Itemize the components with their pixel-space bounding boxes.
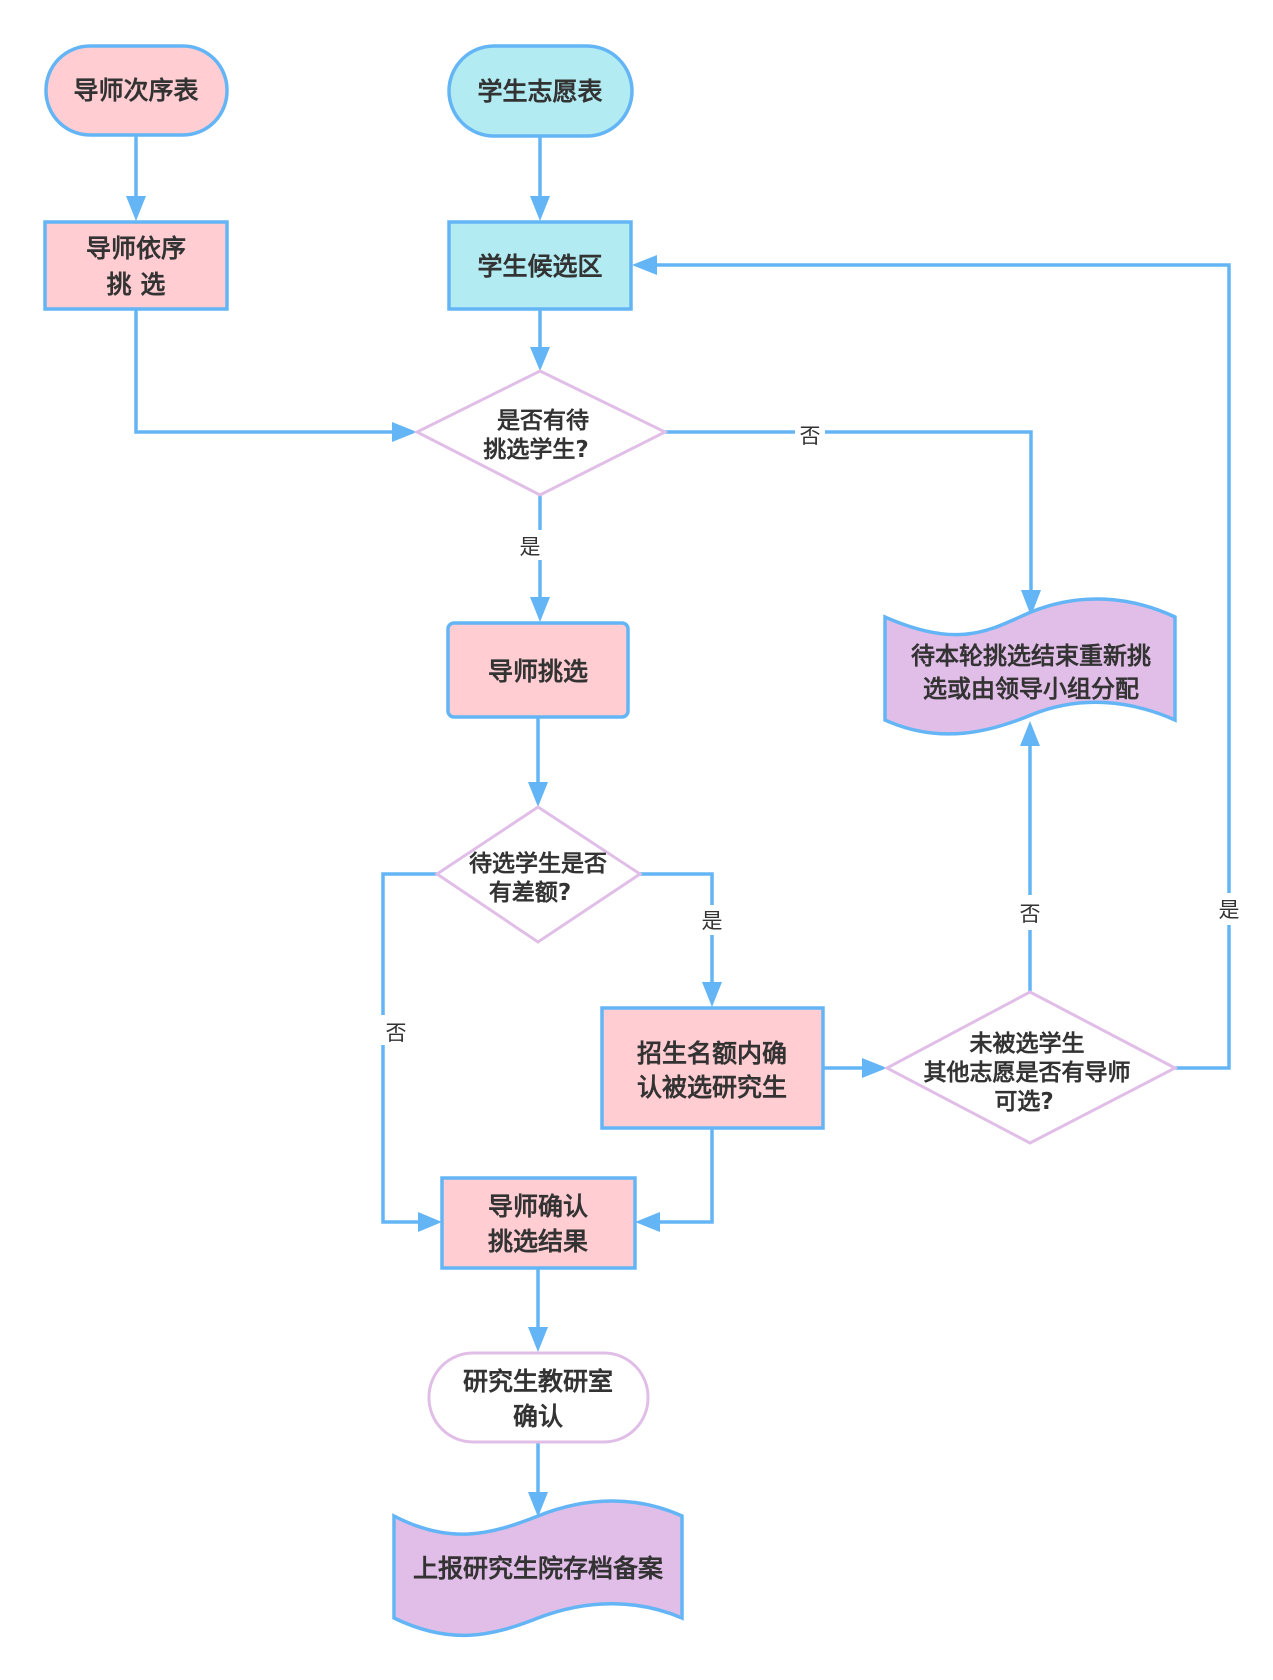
node-label: 认被选研究生: [637, 1073, 787, 1102]
arrowhead-icon: [528, 1327, 548, 1352]
edge-label-decision2-no: 否: [386, 1021, 407, 1045]
node-office-confirm[interactable]: 研究生教研室 确认: [427, 1351, 650, 1444]
edges: [126, 136, 1231, 1517]
node-mentor-pick[interactable]: 导师挑选: [446, 621, 630, 719]
edge-decision2-no: [381, 872, 437, 1224]
node-label: 未被选学生: [970, 1030, 1085, 1057]
node-mentor-order-table[interactable]: 导师次序表: [44, 44, 229, 137]
node-label: 待选学生是否: [469, 850, 607, 877]
node-student-candidate-pool[interactable]: 学生候选区: [447, 220, 633, 311]
arrowhead-icon: [530, 347, 550, 371]
arrowhead-icon: [632, 255, 657, 275]
arrowhead-icon: [530, 196, 550, 221]
node-label: 导师确认: [488, 1192, 588, 1221]
arrowhead-icon: [862, 1058, 887, 1078]
decision-other-preferences[interactable]: 未被选学生 其他志愿是否有导师 可选?: [883, 990, 1179, 1145]
node-label: 确认: [513, 1402, 563, 1431]
node-mentor-sequential-pick[interactable]: 导师依序 挑 选: [43, 220, 229, 311]
node-label: 是否有待: [497, 407, 589, 434]
edge-label-decision3-no: 否: [1020, 902, 1041, 926]
arrowhead-icon: [392, 422, 417, 442]
arrowhead-icon: [418, 1212, 442, 1232]
edge-decision2-yes: [640, 872, 714, 985]
arrowhead-icon: [530, 597, 550, 622]
node-label: 挑 选: [107, 270, 166, 299]
node-label: 挑选结果: [488, 1227, 588, 1256]
node-label: 可选?: [994, 1089, 1053, 1115]
arrowhead-icon: [528, 782, 548, 807]
edge-labels: 是 否 是 否 否 是: [386, 424, 1240, 1045]
node-label: 研究生教研室: [463, 1367, 613, 1396]
arrowhead-icon: [1020, 721, 1040, 746]
edge-label-decision3-yes: 是: [1219, 898, 1240, 922]
decision-quota-available[interactable]: 待选学生是否 有差额?: [434, 805, 643, 944]
node-label: 上报研究生院存档备案: [413, 1554, 664, 1583]
node-label: 导师挑选: [488, 657, 588, 686]
node-label: 有差额?: [489, 879, 571, 906]
edge-decision3-yes: [655, 263, 1231, 1070]
arrowhead-icon: [702, 982, 722, 1007]
node-wait-reassign[interactable]: 待本轮挑选结束重新挑 选或由领导小组分配: [883, 597, 1177, 736]
node-report-archive[interactable]: 上报研究生院存档备案: [392, 1499, 684, 1638]
edge-label-decision1-yes: 是: [520, 535, 541, 559]
node-label: 招生名额内确: [637, 1039, 787, 1068]
node-label: 选或由领导小组分配: [923, 675, 1139, 703]
node-label: 学生候选区: [477, 252, 602, 281]
arrowhead-icon: [528, 1492, 548, 1517]
node-label: 导师依序: [86, 234, 186, 263]
edge-sequential-pick-to-decision1: [134, 310, 396, 434]
edge-quota-confirm-to-mentor-confirm: [658, 1129, 714, 1224]
node-student-preference-table[interactable]: 学生志愿表: [447, 44, 634, 138]
decision-students-remaining[interactable]: 是否有待 挑选学生?: [413, 369, 669, 497]
arrowhead-icon: [635, 1212, 660, 1232]
edge-label-decision2-yes: 是: [702, 909, 723, 933]
arrowhead-icon: [126, 196, 146, 221]
node-label: 挑选学生?: [483, 436, 588, 463]
edge-label-decision1-no: 否: [800, 424, 821, 448]
edge-decision1-no: [665, 430, 1033, 592]
node-label: 导师次序表: [73, 76, 199, 105]
node-mentor-confirm-result[interactable]: 导师确认 挑选结果: [440, 1176, 637, 1270]
node-confirm-within-quota[interactable]: 招生名额内确 认被选研究生: [600, 1006, 825, 1130]
node-label: 学生志愿表: [477, 77, 603, 106]
node-label: 待本轮挑选结束重新挑: [911, 642, 1151, 670]
arrowhead-icon: [1021, 590, 1041, 616]
node-label: 其他志愿是否有导师: [924, 1059, 1131, 1086]
